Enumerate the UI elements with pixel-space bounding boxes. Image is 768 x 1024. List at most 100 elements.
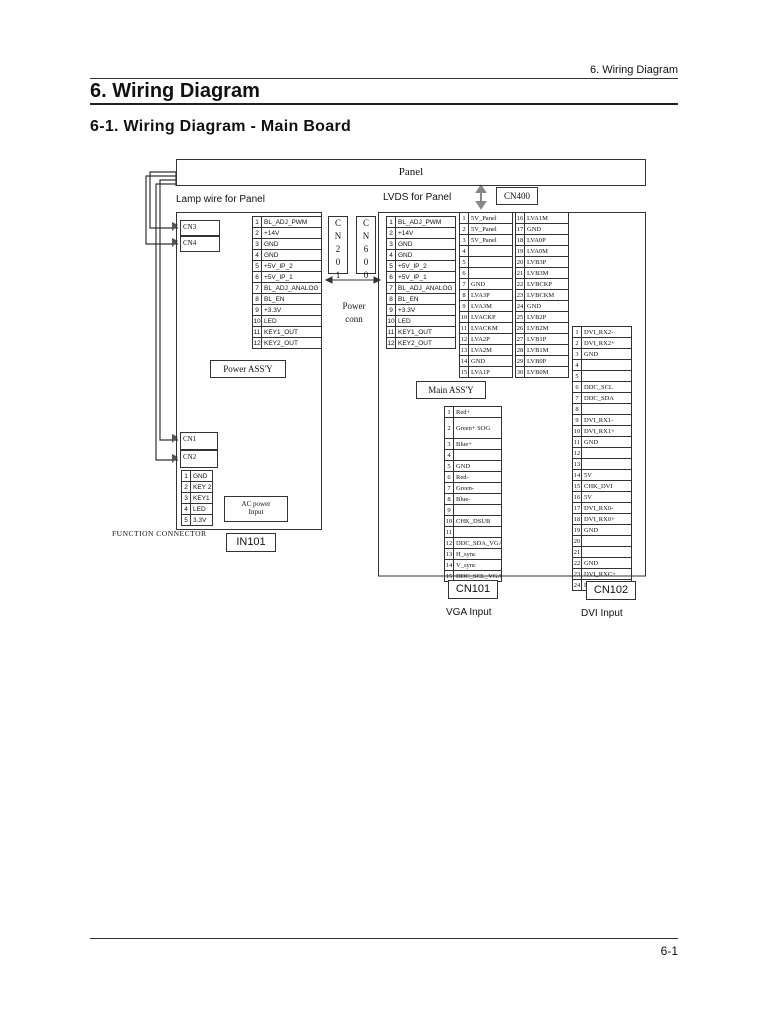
- pin-signal: Red-: [453, 471, 502, 483]
- pin-number: 7: [444, 482, 454, 494]
- pin-row: 13: [572, 458, 632, 470]
- pin-signal: LVB0M: [524, 366, 569, 378]
- pin-signal: LVB2P: [524, 311, 569, 323]
- pin-number: 17: [515, 223, 525, 235]
- pin-number: 1: [572, 326, 582, 338]
- pin-signal: DVI_RX0-: [581, 502, 632, 514]
- pin-number: 4: [252, 249, 262, 261]
- pin-number: 4: [444, 449, 454, 461]
- pin-signal: KEY2_OUT: [395, 337, 456, 349]
- pin-number: 10: [252, 315, 262, 327]
- pin-number: 9: [572, 414, 582, 426]
- pin-number: 6: [444, 471, 454, 483]
- pin-signal: [468, 267, 513, 279]
- pin-number: 30: [515, 366, 525, 378]
- pin-number: 14: [572, 469, 582, 481]
- pin-number: 24: [515, 300, 525, 312]
- pin-signal: Blue+: [453, 438, 502, 450]
- pin-signal: DVI_RX1-: [581, 414, 632, 426]
- pin-number: 5: [459, 256, 469, 268]
- pin-number: 12: [252, 337, 262, 349]
- pin-number: 12: [459, 333, 469, 345]
- pin-signal: 5V: [581, 491, 632, 503]
- pin-number: 11: [444, 526, 454, 538]
- pin-signal: +5V_IP_2: [261, 260, 322, 272]
- pin-number: 3: [252, 238, 262, 250]
- cn102-label: CN102: [586, 581, 636, 600]
- pin-row: 5: [459, 256, 513, 268]
- pin-number: 12: [444, 537, 454, 549]
- pin-signal: +5V_IP_1: [261, 271, 322, 283]
- pin-signal: LVA0P: [524, 234, 569, 246]
- pin-signal: [581, 458, 632, 470]
- pin-number: 9: [252, 304, 262, 316]
- pin-number: 8: [459, 289, 469, 301]
- pin-row: 6+5V_IP_1: [252, 271, 322, 283]
- pin-signal: BL_ADJ_ANALOG: [395, 282, 456, 294]
- pin-number: 4: [181, 503, 191, 515]
- pin-number: 3: [572, 348, 582, 360]
- footer-rule: [90, 938, 678, 939]
- pin-number: 2: [444, 417, 454, 439]
- cn1-label: CN1: [183, 435, 197, 443]
- pin-number: 10: [444, 515, 454, 527]
- pin-row: 8: [572, 403, 632, 415]
- pin-number: 8: [386, 293, 396, 305]
- function-connector-label: FUNCTION CONNECTOR: [112, 529, 207, 538]
- pin-number: 7: [572, 392, 582, 404]
- pin-number: 6: [386, 271, 396, 283]
- cn4-box: CN4: [180, 236, 220, 252]
- pin-signal: BL_ADJ_PWM: [261, 216, 322, 228]
- pin-number: 8: [252, 293, 262, 305]
- cn600-box: [356, 216, 376, 274]
- pin-signal: GND: [190, 470, 213, 482]
- pin-row: 9+3.3V: [386, 304, 456, 316]
- pin-number: 3: [459, 234, 469, 246]
- pin-signal: 5V: [581, 469, 632, 481]
- pin-signal: [453, 449, 502, 461]
- pin-number: 2: [459, 223, 469, 235]
- panel-label: Panel: [398, 166, 424, 178]
- pin-row: 4: [444, 449, 502, 461]
- pin-signal: GND: [468, 355, 513, 367]
- pin-signal: Green-: [453, 482, 502, 494]
- pin-number: 11: [252, 326, 262, 338]
- pin-row: 2+14V: [252, 227, 322, 239]
- pin-signal: LVA0M: [524, 245, 569, 257]
- pin-number: 10: [459, 311, 469, 323]
- pin-number: 1: [386, 216, 396, 228]
- pin-signal: GND: [453, 460, 502, 472]
- pin-row: 12: [572, 447, 632, 459]
- pin-signal: +3.3V: [261, 304, 322, 316]
- pin-signal: 5V_Panel: [468, 234, 513, 246]
- pin-signal: LVB0P: [524, 355, 569, 367]
- ac-power-line2: Input: [248, 508, 264, 516]
- pin-number: 5: [252, 260, 262, 272]
